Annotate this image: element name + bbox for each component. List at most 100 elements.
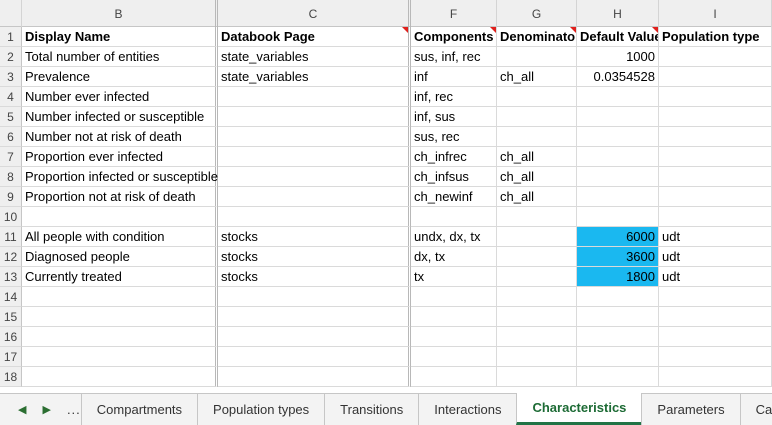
cell-f[interactable] [411,207,497,227]
cell-b[interactable]: Number ever infected [22,87,218,107]
column-header-g[interactable]: G [497,0,577,27]
more-tabs-button[interactable]: ... [66,402,81,417]
tab-population-types[interactable]: Population types [197,394,324,425]
cell-c[interactable] [218,287,411,307]
cell-g[interactable] [497,367,577,387]
cell-i[interactable] [659,347,772,367]
cell-g[interactable] [497,127,577,147]
row-header[interactable]: 14 [0,287,22,307]
tab-parameters[interactable]: Parameters [641,394,739,425]
cell-b[interactable] [22,287,218,307]
cell-g[interactable]: ch_all [497,67,577,87]
cell-c[interactable] [218,347,411,367]
row-header[interactable]: 1 [0,27,22,47]
cell-i[interactable] [659,307,772,327]
cell-b[interactable]: Currently treated [22,267,218,287]
cell-b[interactable]: Display Name [22,27,218,47]
cell-i[interactable] [659,207,772,227]
cell-b[interactable]: All people with condition [22,227,218,247]
comment-indicator-icon[interactable] [402,27,408,33]
row-header[interactable]: 3 [0,67,22,87]
comment-indicator-icon[interactable] [652,27,658,33]
cell-h[interactable]: Default Value [577,27,659,47]
cell-i[interactable]: udt [659,247,772,267]
cell-h[interactable]: 0.0354528 [577,67,659,87]
tab-characteristics[interactable]: Characteristics [516,393,642,425]
cell-g[interactable] [497,327,577,347]
cell-f[interactable]: Components [411,27,497,47]
cell-c[interactable] [218,127,411,147]
cell-b[interactable]: Proportion ever infected [22,147,218,167]
row-header[interactable]: 16 [0,327,22,347]
tab-compartments[interactable]: Compartments [80,394,197,425]
cell-f[interactable]: inf, rec [411,87,497,107]
cell-i[interactable]: Population type [659,27,772,47]
comment-indicator-icon[interactable] [570,27,576,33]
row-header[interactable]: 17 [0,347,22,367]
cell-f[interactable] [411,347,497,367]
cell-c[interactable] [218,147,411,167]
cell-f[interactable]: dx, tx [411,247,497,267]
cell-g[interactable] [497,47,577,67]
cell-c[interactable] [218,167,411,187]
cell-f[interactable] [411,367,497,387]
cell-f[interactable]: undx, dx, tx [411,227,497,247]
cell-i[interactable]: udt [659,267,772,287]
cell-f[interactable]: inf [411,67,497,87]
row-header[interactable]: 9 [0,187,22,207]
row-header[interactable]: 12 [0,247,22,267]
cell-g[interactable] [497,307,577,327]
cell-h[interactable] [577,307,659,327]
cell-c[interactable]: stocks [218,227,411,247]
cell-f[interactable]: ch_infrec [411,147,497,167]
triangle-right-icon[interactable]: ▶ [42,404,51,416]
cell-f[interactable] [411,307,497,327]
triangle-left-icon[interactable]: ◀ [18,404,27,416]
cell-f[interactable] [411,327,497,347]
cell-b[interactable] [22,347,218,367]
cell-f[interactable]: inf, sus [411,107,497,127]
cell-c[interactable]: Databook Page [218,27,411,47]
cell-c[interactable] [218,327,411,347]
cell-g[interactable] [497,207,577,227]
cell-g[interactable] [497,247,577,267]
column-header-c[interactable]: C [218,0,411,27]
cell-c[interactable]: state_variables [218,47,411,67]
cell-c[interactable] [218,367,411,387]
cell-h[interactable]: 1800 [577,267,659,287]
cell-i[interactable]: udt [659,227,772,247]
cell-i[interactable] [659,287,772,307]
cell-h[interactable] [577,87,659,107]
cell-g[interactable] [497,287,577,307]
cell-b[interactable]: Diagnosed people [22,247,218,267]
cell-h[interactable] [577,327,659,347]
cell-g[interactable]: ch_all [497,187,577,207]
cell-c[interactable]: stocks [218,247,411,267]
row-header[interactable]: 11 [0,227,22,247]
cell-b[interactable]: Proportion infected or susceptible [22,167,218,187]
cell-b[interactable] [22,327,218,347]
cell-c[interactable]: stocks [218,267,411,287]
cell-b[interactable]: Number not at risk of death [22,127,218,147]
cell-h[interactable] [577,107,659,127]
cell-b[interactable] [22,307,218,327]
row-header[interactable]: 6 [0,127,22,147]
row-header[interactable]: 18 [0,367,22,387]
cell-f[interactable]: sus, rec [411,127,497,147]
cell-h[interactable] [577,187,659,207]
row-header[interactable]: 13 [0,267,22,287]
cell-h[interactable]: 6000 [577,227,659,247]
cell-h[interactable] [577,367,659,387]
cell-i[interactable] [659,367,772,387]
tab-interactions[interactable]: Interactions [418,394,516,425]
row-header[interactable]: 10 [0,207,22,227]
cell-c[interactable] [218,307,411,327]
cell-c[interactable] [218,187,411,207]
row-header[interactable]: 4 [0,87,22,107]
cell-g[interactable] [497,227,577,247]
cell-b[interactable] [22,367,218,387]
comment-indicator-icon[interactable] [490,27,496,33]
tab-transitions[interactable]: Transitions [324,394,418,425]
row-header[interactable]: 8 [0,167,22,187]
